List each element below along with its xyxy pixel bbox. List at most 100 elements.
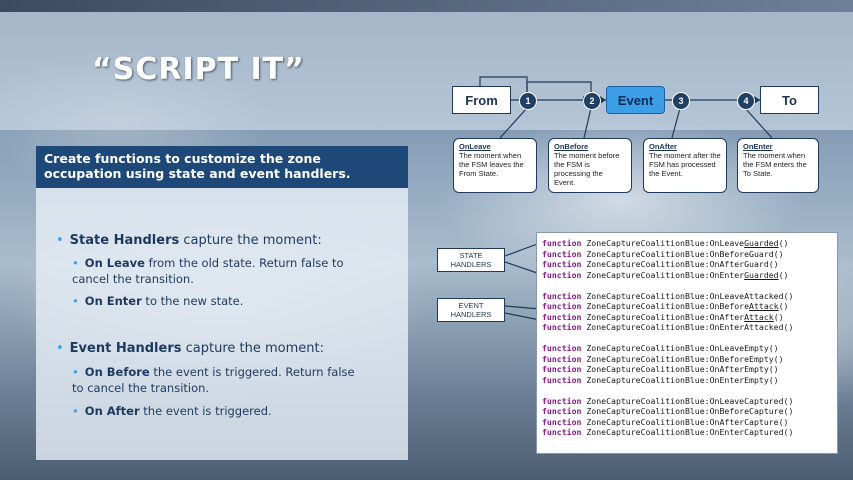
bullet-bold: On Leave (84, 256, 145, 270)
step-2-marker: 2 (583, 92, 601, 110)
bullet-text: from the old state. Return false to (144, 256, 344, 270)
code-text: ZoneCaptureCoalitionBlue:OnAfter (581, 311, 745, 322)
code-keyword: function (542, 427, 582, 437)
code-text: ZoneCaptureCoalitionBlue:OnAfterCapture(… (581, 416, 789, 427)
code-line: function ZoneCaptureCoalitionBlue:OnBefo… (542, 354, 832, 365)
bullet-bold: On Enter (84, 294, 142, 308)
bullet-icon: • (72, 256, 79, 270)
code-text: ZoneCaptureCoalitionBlue:OnEnter (581, 269, 745, 280)
code-line: function ZoneCaptureCoalitionBlue:OnEnte… (542, 427, 832, 438)
code-underlined: Attack (749, 301, 779, 311)
code-keyword: function (542, 269, 582, 280)
on-leave-bullet: • On Leave from the old state. Return fal… (72, 255, 392, 287)
bullet-text: the event is triggered. Return false (149, 365, 355, 379)
code-line: function ZoneCaptureCoalitionBlue:OnBefo… (542, 249, 832, 260)
bullet-text-cont: to cancel the transition. (72, 381, 210, 395)
code-keyword: function (542, 322, 582, 332)
code-line: function ZoneCaptureCoalitionBlue:OnBefo… (542, 301, 832, 312)
code-text: () (778, 269, 789, 280)
callout-text: The moment after the FSM has processed t… (649, 151, 721, 178)
code-keyword: function (542, 248, 582, 259)
code-gap (542, 333, 832, 344)
code-keyword: function (542, 374, 582, 385)
step-1-marker: 1 (519, 92, 537, 110)
code-underlined: Attack (744, 311, 774, 322)
bullet-bold: On Before (84, 365, 150, 379)
bullet-text-cont: cancel the transition. (72, 272, 194, 286)
code-keyword: function (542, 406, 582, 416)
callout-text: The moment when the FSM enters the To St… (743, 151, 807, 178)
top-band (0, 0, 853, 12)
callout-text: The moment before the FSM is processing … (554, 151, 620, 187)
callout-onafter: OnAfter The moment after the FSM has pro… (643, 138, 727, 193)
callout-title: OnAfter (649, 142, 677, 151)
callout-title: OnEnter (743, 142, 773, 151)
code-keyword: function (542, 238, 582, 248)
code-line: function ZoneCaptureCoalitionBlue:OnBefo… (542, 406, 832, 417)
code-line: function ZoneCaptureCoalitionBlue:OnAfte… (542, 417, 832, 428)
code-line: function ZoneCaptureCoalitionBlue:OnAfte… (542, 364, 832, 375)
code-text: ZoneCaptureCoalitionBlue:OnBeforeGuard() (581, 248, 784, 259)
bullet-text: capture the moment: (179, 233, 322, 248)
callout-title: OnLeave (459, 142, 491, 151)
code-underlined: Guarded (744, 238, 779, 248)
code-text: () (773, 311, 784, 322)
code-keyword: function (542, 353, 582, 364)
code-line: function ZoneCaptureCoalitionBlue:OnEnte… (542, 375, 832, 386)
code-line: function ZoneCaptureCoalitionBlue:OnLeav… (542, 238, 832, 249)
code-gap (542, 385, 832, 396)
code-text: () (778, 301, 789, 311)
code-text: () (778, 238, 789, 248)
code-keyword: function (542, 290, 582, 301)
callout-text: The moment when the FSM leaves the From … (459, 151, 524, 178)
code-keyword: function (542, 259, 582, 269)
code-text: ZoneCaptureCoalitionBlue:OnEnterAttacked… (581, 322, 794, 332)
state-handlers-label: STATE HANDLERS (437, 248, 505, 272)
code-text: ZoneCaptureCoalitionBlue:OnLeaveEmpty() (581, 343, 779, 353)
panel-heading: Create functions to customize the zone o… (36, 146, 408, 188)
code-line: function ZoneCaptureCoalitionBlue:OnAfte… (542, 259, 832, 270)
code-keyword: function (542, 301, 582, 311)
bullet-icon: • (72, 365, 79, 379)
code-keyword: function (542, 311, 582, 322)
code-text: ZoneCaptureCoalitionBlue:OnLeave (581, 238, 745, 248)
on-before-bullet: • On Before the event is triggered. Retur… (72, 364, 397, 396)
code-line: function ZoneCaptureCoalitionBlue:OnEnte… (542, 322, 832, 333)
code-text: ZoneCaptureCoalitionBlue:OnLeaveAttacked… (581, 290, 794, 301)
code-underlined: Guarded (744, 269, 779, 280)
label-line: HANDLERS (450, 310, 492, 319)
code-keyword: function (542, 343, 582, 353)
slide-title: “SCRIPT IT” (92, 52, 305, 87)
code-line: function ZoneCaptureCoalitionBlue:OnLeav… (542, 291, 832, 302)
code-gap (542, 280, 832, 291)
bullet-bold: On After (84, 404, 140, 418)
code-text: ZoneCaptureCoalitionBlue:OnBeforeCapture… (581, 406, 794, 416)
callout-onbefore: OnBefore The moment before the FSM is pr… (548, 138, 632, 193)
code-text: ZoneCaptureCoalitionBlue:OnEnterCaptured… (581, 427, 794, 437)
bullet-icon: • (72, 294, 79, 308)
bullet-text: the event is triggered. (139, 404, 272, 418)
code-text: ZoneCaptureCoalitionBlue:OnLeaveCaptured… (581, 395, 794, 406)
to-state-box: To (760, 86, 819, 114)
event-handlers-label: EVENT HANDLERS (437, 298, 505, 322)
bullet-icon: • (56, 233, 64, 248)
bullet-icon: • (56, 341, 64, 356)
bullet-icon: • (72, 404, 79, 418)
code-keyword: function (542, 364, 582, 374)
step-3-marker: 3 (672, 92, 690, 110)
label-line: EVENT (458, 301, 484, 310)
code-text: ZoneCaptureCoalitionBlue:OnBeforeEmpty() (581, 353, 784, 364)
code-text: ZoneCaptureCoalitionBlue:OnBefore (581, 301, 750, 311)
code-line: function ZoneCaptureCoalitionBlue:OnLeav… (542, 396, 832, 407)
bullet-bold: State Handlers (69, 233, 180, 248)
callout-onenter: OnEnter The moment when the FSM enters t… (737, 138, 819, 193)
callout-onleave: OnLeave The moment when the FSM leaves t… (453, 138, 537, 193)
code-line: function ZoneCaptureCoalitionBlue:OnAfte… (542, 312, 832, 323)
bullet-text: capture the moment: (181, 341, 324, 356)
label-line: HANDLERS (450, 260, 492, 269)
bullet-bold: Event Handlers (69, 341, 182, 356)
on-enter-bullet: •On Enter to the new state. (72, 293, 243, 309)
code-text: ZoneCaptureCoalitionBlue:OnAfterEmpty() (581, 364, 779, 374)
code-line: function ZoneCaptureCoalitionBlue:OnLeav… (542, 343, 832, 354)
code-line: function ZoneCaptureCoalitionBlue:OnEnte… (542, 270, 832, 281)
